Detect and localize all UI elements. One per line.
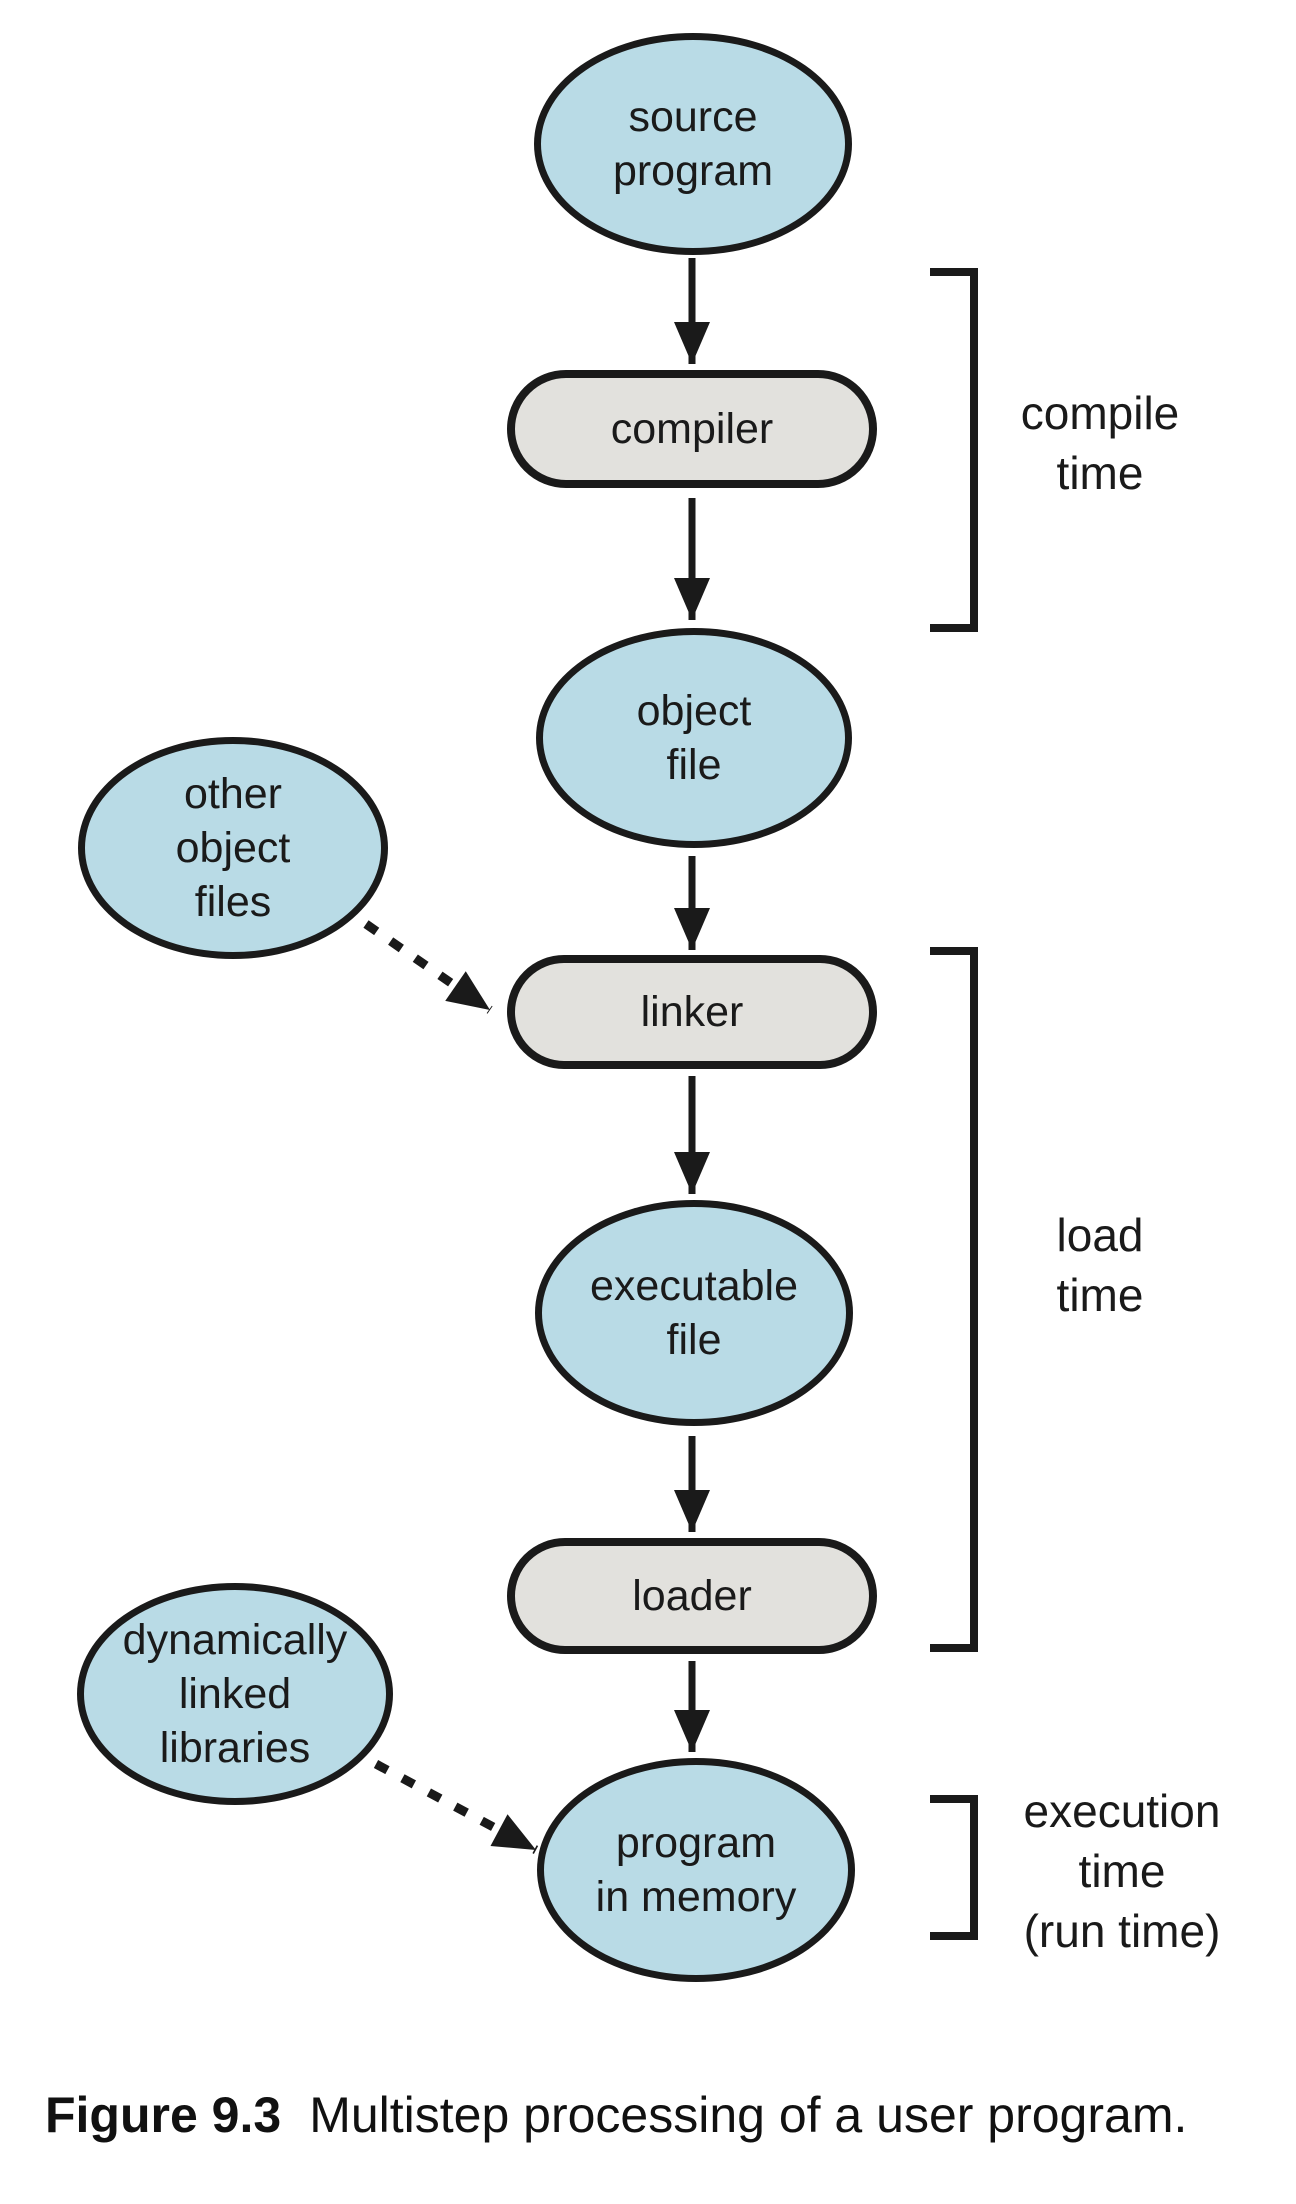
bracket-execution-time	[930, 1795, 978, 1940]
node-source-program: source program	[534, 33, 852, 255]
node-label-loader: loader	[632, 1571, 752, 1620]
node-loader: loader	[507, 1538, 877, 1654]
node-dynamically-linked-libraries: dynamically linked libraries	[77, 1583, 393, 1805]
node-label-dll: dynamically linked libraries	[122, 1615, 348, 1773]
node-object-file: object file	[536, 628, 852, 848]
figure-caption-text: Multistep processing of a user program.	[309, 2087, 1188, 2143]
phase-label-load-time: load time	[1056, 1209, 1144, 1321]
phase-label-compile-time: compile time	[1020, 387, 1180, 499]
node-label-executable-file: executable file	[590, 1261, 798, 1364]
bracket-compile-time	[930, 268, 978, 632]
node-label-program-in-memory: program in memory	[595, 1818, 797, 1921]
figure-caption: Figure 9.3 Multistep processing of a user…	[45, 2086, 1296, 2144]
node-executable-file: executable file	[535, 1200, 853, 1426]
node-compiler: compiler	[507, 370, 877, 488]
node-label-object-file: object file	[636, 686, 752, 789]
node-label-other-object-files: other object files	[175, 769, 291, 927]
node-label-linker: linker	[640, 987, 744, 1036]
phase-label-execution-time: execution time (run time)	[1023, 1785, 1221, 1957]
figure-caption-number: Figure 9.3	[45, 2087, 282, 2143]
node-label-compiler: compiler	[610, 404, 774, 453]
node-other-object-files: other object files	[78, 737, 388, 959]
arrow-other-objects-to-linker	[363, 920, 493, 1014]
node-label-source-program: source program	[612, 92, 774, 195]
arrow-dll-to-program	[373, 1760, 539, 1854]
node-linker: linker	[507, 955, 877, 1069]
node-program-in-memory: program in memory	[537, 1758, 855, 1982]
bracket-load-time	[930, 947, 978, 1652]
